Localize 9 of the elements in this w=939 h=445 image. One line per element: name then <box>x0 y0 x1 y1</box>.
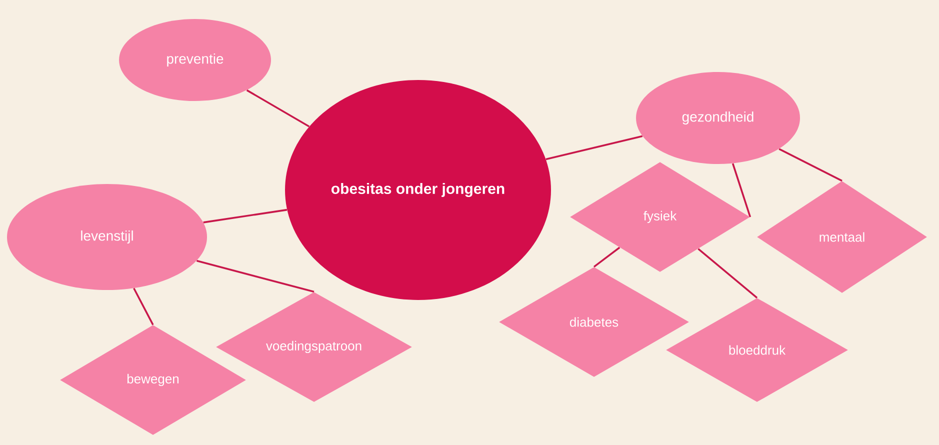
connector-line <box>133 288 154 326</box>
connector-line <box>698 248 758 298</box>
connector-line <box>778 148 842 182</box>
connector-line <box>196 260 314 293</box>
connector-line <box>593 246 620 268</box>
connector-line <box>732 163 752 218</box>
connector-line <box>203 208 288 224</box>
connector-line <box>546 135 643 160</box>
connector-line <box>246 89 310 128</box>
